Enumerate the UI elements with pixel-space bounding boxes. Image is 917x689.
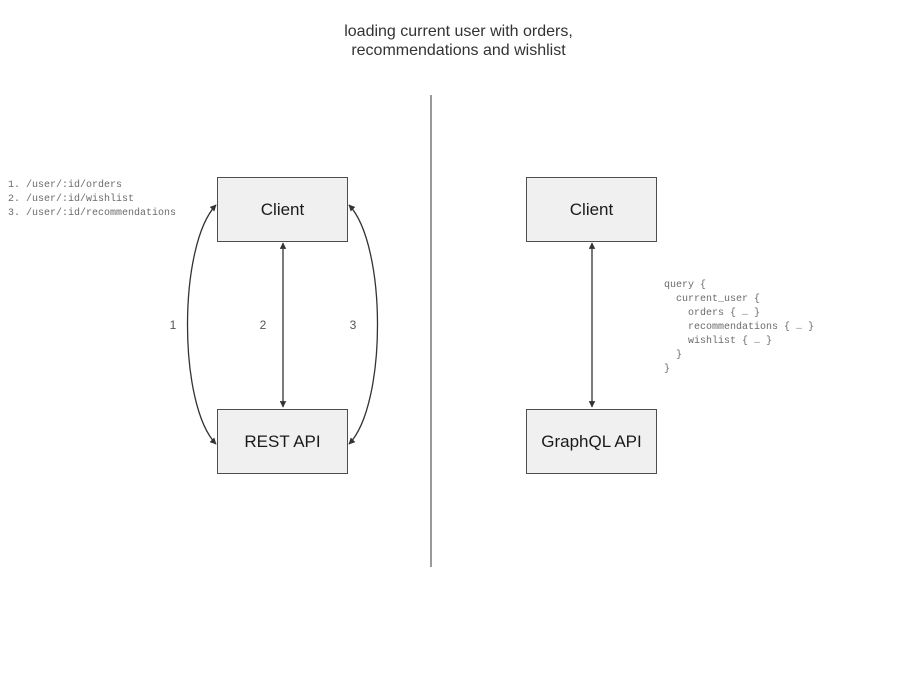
node-rest-api-label: REST API: [244, 431, 321, 451]
node-graphql-api-label: GraphQL API: [541, 431, 642, 451]
node-graphql-api: GraphQL API: [526, 409, 657, 474]
edge-1-curve: [186, 204, 217, 445]
node-client-rest: Client: [217, 177, 348, 242]
rest-endpoints-list: 1. /user/:id/orders 2. /user/:id/wishlis…: [8, 180, 177, 219]
edge-label-1: 1: [169, 318, 177, 332]
node-client-graphql-label: Client: [569, 199, 614, 219]
diagram-title: loading current user with orders, recomm…: [344, 23, 573, 59]
node-client-rest-label: Client: [260, 199, 305, 219]
edge-label-2: 2: [259, 318, 267, 332]
node-client-graphql: Client: [526, 177, 657, 242]
node-rest-api: REST API: [217, 409, 348, 474]
edge-label-3: 3: [349, 318, 357, 332]
graphql-query-snippet: query { current_user { orders { … } reco…: [664, 280, 815, 375]
